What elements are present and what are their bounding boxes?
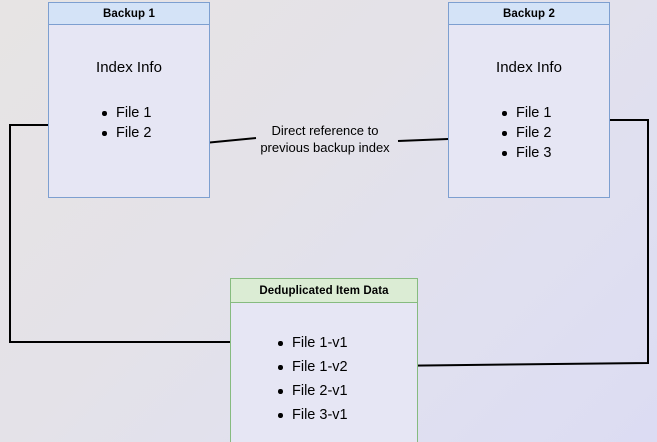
edge-label-line-2: previous backup index (260, 140, 390, 155)
list-item: File 2 (101, 123, 151, 143)
node-backup-1-header: Backup 1 (49, 3, 209, 25)
list-item: File 3 (501, 143, 551, 163)
list-item: File 3-v1 (277, 403, 348, 427)
edge-label-line-1: Direct reference to (271, 123, 379, 138)
list-item: File 1 (101, 103, 151, 123)
dedup-file-list: File 1-v1 File 1-v2 File 2-v1 File 3-v1 (277, 331, 348, 427)
node-dedup-body: File 1-v1 File 1-v2 File 2-v1 File 3-v1 (231, 303, 417, 442)
node-dedup-header: Deduplicated Item Data (231, 279, 417, 303)
node-backup-1[interactable]: Backup 1 Index Info File 1 File 2 (48, 2, 210, 198)
edge-label-direct-reference: Direct reference to previous backup inde… (245, 122, 405, 156)
node-backup-2-body: Index Info File 1 File 2 File 3 (449, 25, 609, 197)
backup-2-index-info-label: Index Info (496, 59, 562, 76)
list-item: File 1-v2 (277, 355, 348, 379)
list-item: File 1 (501, 103, 551, 123)
list-item: File 1-v1 (277, 331, 348, 355)
node-backup-2[interactable]: Backup 2 Index Info File 1 File 2 File 3 (448, 2, 610, 198)
list-item: File 2-v1 (277, 379, 348, 403)
list-item: File 2 (501, 123, 551, 143)
node-backup-2-header: Backup 2 (449, 3, 609, 25)
backup-1-index-info-label: Index Info (96, 59, 162, 76)
node-deduplicated-item-data[interactable]: Deduplicated Item Data File 1-v1 File 1-… (230, 278, 418, 442)
backup-2-file-list: File 1 File 2 File 3 (501, 103, 551, 163)
backup-1-file-list: File 1 File 2 (101, 103, 151, 143)
node-backup-1-body: Index Info File 1 File 2 (49, 25, 209, 197)
